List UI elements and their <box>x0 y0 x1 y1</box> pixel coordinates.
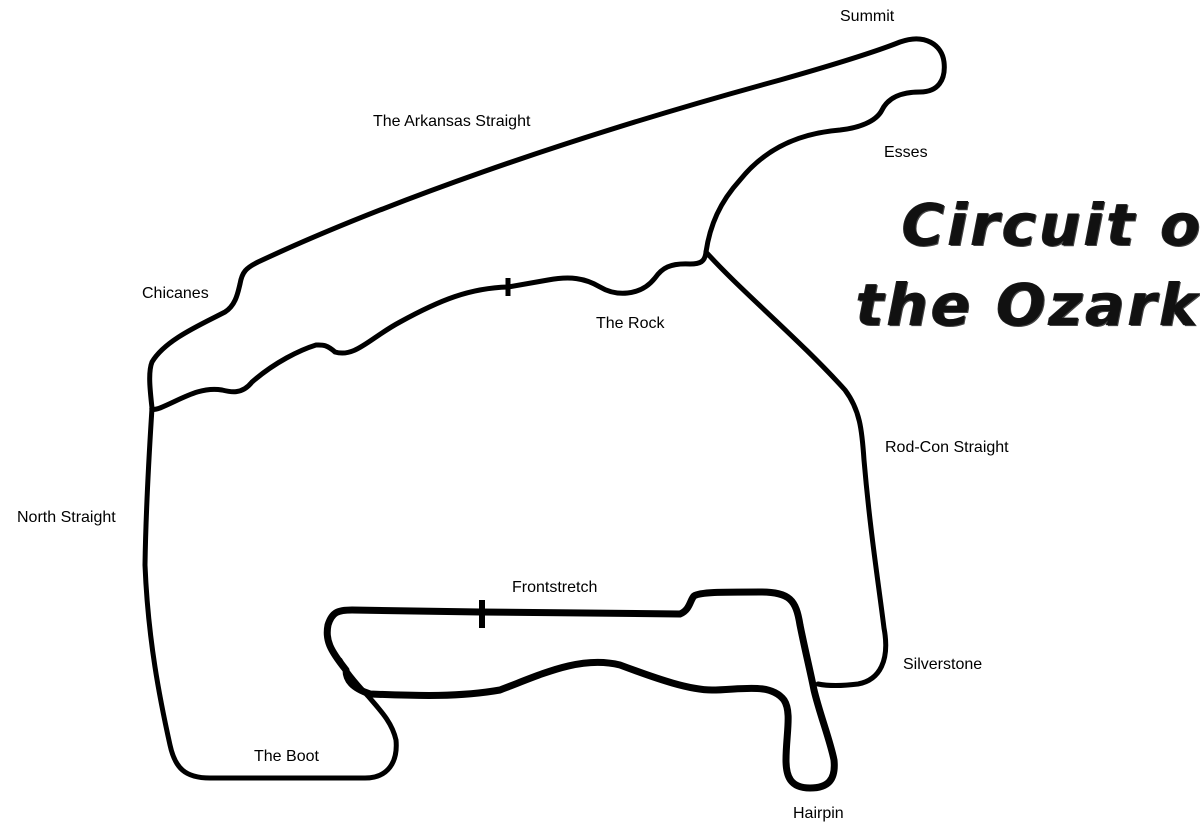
label-silverstone: Silverstone <box>903 656 983 673</box>
label-chicanes: Chicanes <box>142 285 209 302</box>
track-frontstretch-loop <box>323 588 838 792</box>
label-hairpin: Hairpin <box>793 805 844 822</box>
label-arkansas-straight: The Arkansas Straight <box>373 113 531 130</box>
label-the-rock: The Rock <box>596 315 665 332</box>
track-outer-loop <box>147 36 947 411</box>
label-esses: Esses <box>884 144 928 161</box>
label-summit: Summit <box>840 8 895 25</box>
track-inner-rock-road <box>149 249 709 412</box>
label-north-straight: North Straight <box>17 509 116 526</box>
label-rod-con-straight: Rod-Con Straight <box>885 439 1009 456</box>
label-frontstretch: Frontstretch <box>512 579 598 596</box>
label-the-boot: The Boot <box>254 748 319 765</box>
track-rod-con-straight <box>703 249 889 688</box>
map-title-line-2: the Ozarks <box>856 271 1200 339</box>
map-title-line-1: Circuit of <box>902 191 1200 259</box>
track-north-straight-boot <box>142 405 399 781</box>
